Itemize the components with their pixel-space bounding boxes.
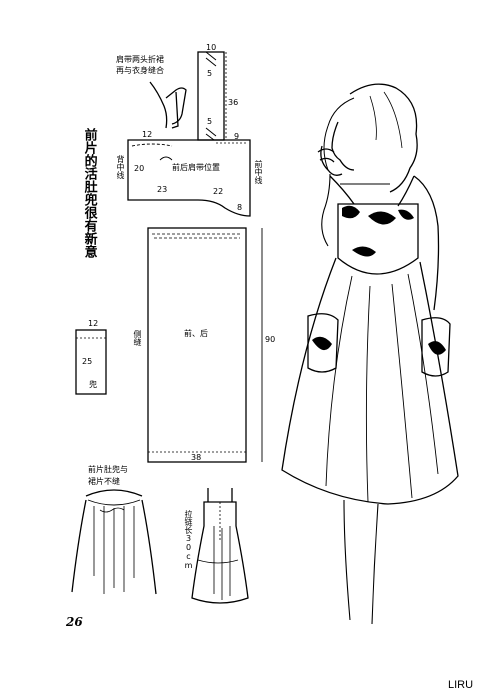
strap-position-label: 前后肩带位置: [172, 163, 220, 172]
page-number: 26: [66, 615, 83, 629]
back-center-label: 背中线: [116, 155, 125, 179]
bodice-top-width-label: 12: [142, 130, 153, 139]
bodice-prints: [312, 205, 446, 355]
side-seam-label: 侧缝: [133, 330, 142, 346]
pocket-pattern: [75, 329, 107, 395]
bodice-height-label: 20: [134, 164, 145, 173]
front-back-label: 前、后: [184, 329, 208, 338]
page-title: 前片的活肚兜很有新意: [81, 128, 97, 258]
strap-note-line-1: 肩带两头折裙: [116, 55, 164, 64]
skirt-length-label: 90: [265, 335, 276, 344]
bodice-bottom-right-label: 22: [213, 187, 224, 196]
strap-hand-sketch: [149, 81, 187, 129]
bodice-bottom-left-label: 23: [157, 185, 168, 194]
strap-pattern: [197, 51, 227, 141]
skirt-pattern: [147, 227, 263, 463]
pocket-width-label: 12: [88, 319, 99, 328]
front-center-label: 前中线: [254, 160, 263, 184]
strap-note-line-2: 再与衣身缝合: [116, 66, 164, 75]
bodice-pattern: [127, 139, 251, 217]
strap-width-label: 10: [206, 43, 217, 52]
pocket-name-label: 兜: [89, 380, 97, 389]
bodice-right-top-label: 9: [234, 132, 240, 141]
pocket-height-label: 25: [82, 357, 93, 366]
strap-top-fold-label: 5: [207, 69, 213, 78]
sketch-skirt-bib: [71, 489, 157, 595]
bodice-point-label: 8: [237, 203, 243, 212]
skirt-width-label: 38: [191, 453, 202, 462]
strap-length-label: 36: [228, 98, 239, 107]
sketch-back-zipper: [191, 488, 249, 604]
woman-illustration: [281, 83, 459, 625]
zipper-note: 拉链长30cm: [184, 510, 193, 570]
strap-bottom-fold-label: 5: [207, 117, 213, 126]
bib-note-line-2: 裙片不缝: [88, 477, 120, 486]
watermark: LIRU: [448, 679, 474, 691]
bib-note-line-1: 前片肚兜与: [88, 465, 128, 474]
